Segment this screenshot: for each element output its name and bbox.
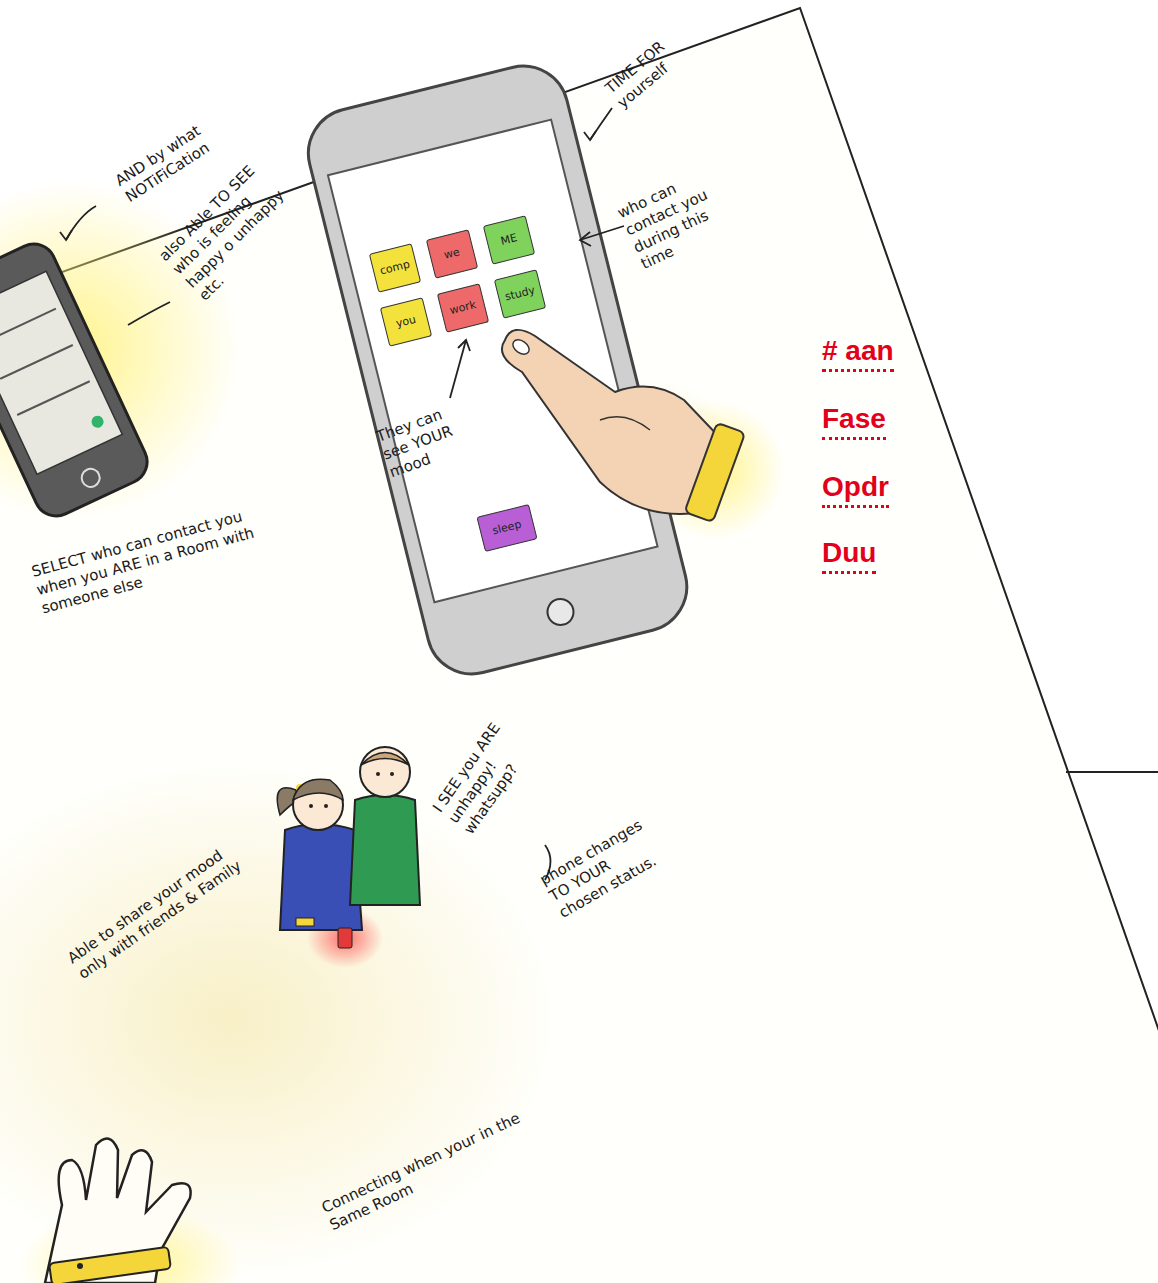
raised-hand [45,1139,191,1283]
slide-heading: # aan [822,336,894,372]
handwritten-note: They can see YOUR mood [374,399,476,482]
leader-lines [60,108,624,880]
slide-heading: Opdr [822,472,889,508]
handwritten-note: SELECT who can contact you when you ARE … [29,502,271,617]
mood-tile: study [494,269,546,318]
tile-label: we [443,246,461,262]
handwritten-note: I SEE you ARE unhappy! whatsupp? [429,682,561,837]
small-phone [0,237,154,523]
two-people [277,747,420,968]
paper-card [0,8,1158,1283]
slide-heading: Fase [822,404,886,440]
mood-tile: sleep [476,504,537,552]
tile-label: you [395,314,418,331]
tile-label: comp [379,258,412,277]
handwritten-note: who can contact you during this time [614,157,750,274]
handwritten-note: Able to share your mood only with friend… [64,827,266,984]
mood-tile: you [380,297,432,346]
tile-label: sleep [491,519,522,538]
handwritten-note: TIME FOR yourself [602,19,703,112]
handwritten-note: Connecting when your in the Same Room [319,1095,561,1235]
pointing-hand [502,330,745,522]
mood-tile: we [426,229,478,278]
slide-heading: Duu [822,538,876,574]
tile-label: ME [500,232,519,248]
tile-label: work [449,299,478,317]
edge-line [1066,771,1158,773]
phone-body [299,57,696,684]
mood-tile: comp [369,243,421,292]
mood-tile: work [437,283,489,332]
handwritten-note: phone changes TO YOUR chosen status. [537,814,667,922]
tile-label: study [504,284,537,303]
mood-tile: ME [483,215,535,264]
